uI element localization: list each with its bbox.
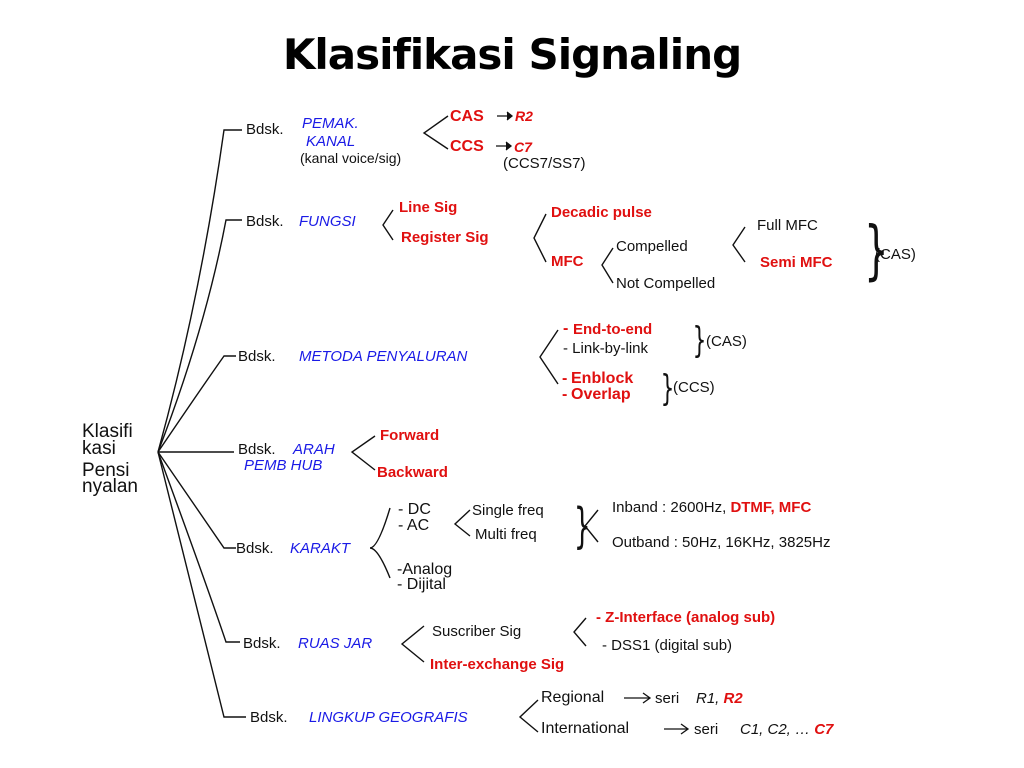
b6-label: RUAS JAR [298,635,373,652]
b3-dash-1: - [563,320,569,337]
arrow-international [664,723,690,735]
b2-semi-mfc: Semi MFC [760,254,833,271]
b3-overlap: Overlap [571,386,631,403]
b5-fork [369,507,391,579]
arrow-cas [497,111,514,121]
b5-multi-freq: Multi freq [475,526,537,543]
b2-cas: (CAS) [875,246,916,263]
b5-brace: } [573,498,591,554]
root-branch-5 [157,451,236,549]
b4-backward: Backward [377,464,448,481]
root-branch-3 [157,355,236,453]
b3-enblock: Enblock [571,370,634,387]
b5-dc: - DC [398,501,431,518]
b7-fork [518,699,539,733]
b1-label-1: PEMAK. [302,115,359,132]
root-label-1: Klasifi [82,421,133,442]
root-branch-7 [157,451,246,718]
b2-fork [382,209,394,241]
b2-decadic-pulse: Decadic pulse [551,204,652,221]
b7-bdsk: Bdsk. [250,709,288,726]
b6-z-interface: - Z-Interface (analog sub) [596,609,776,626]
b7-international-series: C1, C2, … C7 [740,721,834,738]
b2-label: FUNGSI [299,213,356,230]
b3-ccs: (CCS) [673,379,715,396]
b2-line-sig: Line Sig [399,199,458,216]
b2-not-compelled: Not Compelled [616,275,716,292]
b7-regional-seri: seri [655,690,680,707]
b3-brace-1: } [692,320,707,361]
arrow-ccs [496,141,513,151]
b5-label: KARAKT [290,540,351,557]
b3-dash-2: - [562,370,568,387]
b5-freq-fork [584,509,599,543]
b1-bdsk: Bdsk. [246,121,284,138]
root-branch-6 [157,451,240,643]
b1-ccs-target: C7 [514,139,532,155]
b5-outband: Outband : 50Hz, 16KHz, 3825Hz [612,534,831,551]
root-label-4: nyalan [82,476,138,497]
b1-cas-target: R2 [515,108,533,124]
b3-link-by-link: - Link-by-link [563,340,649,357]
b2-compelled-fork [732,226,746,263]
b7-label: LINGKUP GEOGRAFIS [309,709,468,726]
b4-label-2: PEMB HUB [244,457,323,474]
b3-dash-3: - [562,386,568,403]
b6-dss1: - DSS1 (digital sub) [602,637,733,654]
b7-regional: Regional [541,689,605,706]
b5-bdsk: Bdsk. [236,540,274,557]
b7-regional-series: R1, R2 [696,690,743,707]
b2-register-fork [533,213,547,263]
b2-mfc: MFC [551,253,584,270]
b6-bdsk: Bdsk. [243,635,281,652]
b1-ccs-note: (CCS7/SS7) [503,155,586,172]
b1-ccs: CCS [450,138,484,155]
b6-subscriber-sig: Suscriber Sig [432,623,522,640]
b6-fork [400,625,425,663]
b2-full-mfc: Full MFC [757,217,818,234]
b4-fork [350,435,376,471]
root-branch-2 [157,219,242,453]
b5-ac-fork [453,509,471,537]
b3-fork [539,329,559,385]
b5-dijital: - Dijital [397,576,446,593]
b3-end-to-end: End-to-end [573,321,653,338]
root-label-2: kasi [82,438,116,459]
b5-inband: Inband : 2600Hz, DTMF, MFC [612,499,812,516]
b6-inter-exchange: Inter-exchange Sig [430,656,565,673]
b2-brace: } [864,214,889,288]
b5-ac: - AC [398,517,430,534]
b4-bdsk: Bdsk. [238,441,276,458]
b3-cas: (CAS) [706,333,747,350]
b7-international: International [541,720,630,737]
b4-forward: Forward [380,427,440,444]
b3-label: METODA PENYALURAN [299,348,468,365]
b1-label-2: KANAL [306,133,356,150]
root-label-3: Pensi [82,460,130,481]
root-branch-1 [157,129,242,453]
b7-international-seri: seri [694,721,719,738]
b1-note: (kanal voice/sig) [300,150,402,166]
b3-bdsk: Bdsk. [238,348,276,365]
arrow-regional [624,692,652,704]
b4-label-1: ARAH [293,441,335,458]
b2-compelled: Compelled [616,238,688,255]
b3-brace-2: } [660,368,675,409]
b1-cas: CAS [450,108,484,125]
b6-sub-fork [573,617,587,647]
b2-register-sig: Register Sig [401,229,489,246]
b5-analog: -Analog [397,561,453,578]
b2-mfc-fork [601,247,614,284]
b5-single-freq: Single freq [472,502,544,519]
page-title: Klasifikasi Signaling [282,30,742,79]
b1-fork [422,115,449,150]
b2-bdsk: Bdsk. [246,213,284,230]
